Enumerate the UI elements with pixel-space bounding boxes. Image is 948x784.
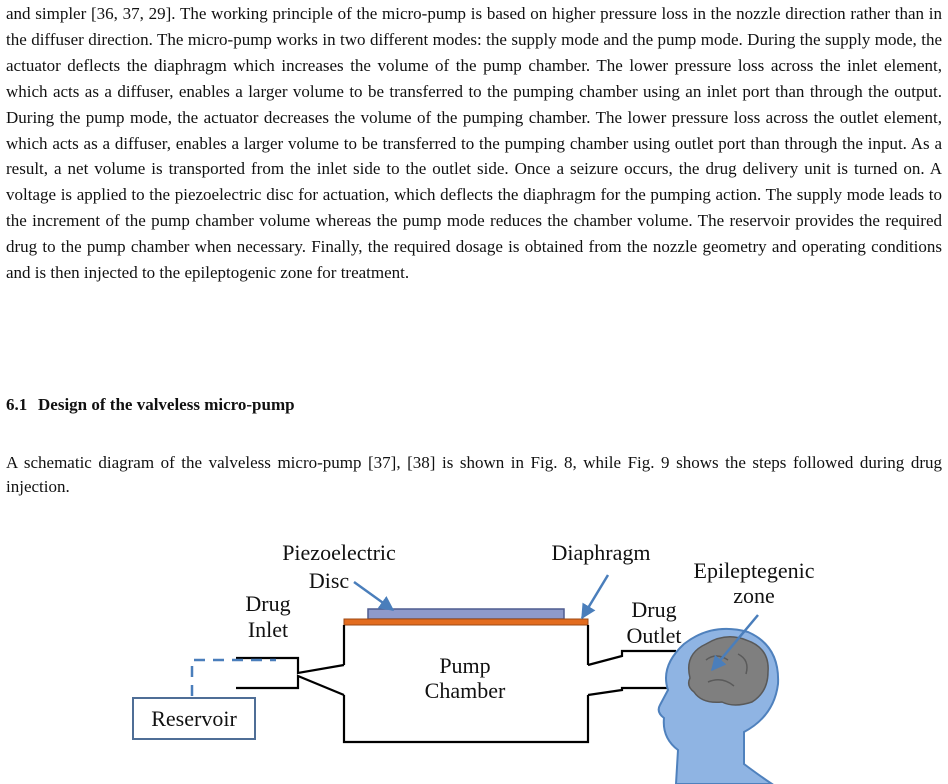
diaphragm xyxy=(343,618,589,626)
piezo-arrow xyxy=(353,580,395,612)
reservoir-box xyxy=(132,697,256,740)
diaphragm-arrow xyxy=(580,574,610,620)
reservoir-feed-line xyxy=(190,658,276,696)
pump-chamber-outline xyxy=(342,625,590,744)
epileptogenic-arrow xyxy=(711,614,759,672)
drug-inlet-label-line1: Drug xyxy=(245,591,290,616)
piezoelectric-disc xyxy=(367,608,565,620)
brain-icon xyxy=(687,636,769,706)
drug-outlet-label-line1: Drug xyxy=(631,597,676,622)
outlet-nozzle xyxy=(587,649,676,697)
epileptogenic-label-line1: Epileptegenic xyxy=(694,558,815,583)
body-paragraph: and simpler [36, 37, 29]. The working pr… xyxy=(6,4,942,283)
section-number: 6.1 xyxy=(6,395,28,414)
drug-outlet-label-line2: Outlet xyxy=(627,623,682,648)
micro-pump-figure: Piezoelectric Disc Diaphragm Epileptegen… xyxy=(0,520,948,784)
inlet-diffuser xyxy=(236,656,345,697)
micro-pump-diagram: Piezoelectric Disc Diaphragm Epileptegen… xyxy=(132,540,815,784)
drug-inlet-label-line2: Inlet xyxy=(248,617,288,642)
section-title: Design of the valveless micro-pump xyxy=(38,395,295,414)
section-heading: 6.1 Design of the valveless micro-pump xyxy=(6,393,295,417)
epileptogenic-label-line2: zone xyxy=(733,583,775,608)
pump-chamber-label-line2: Chamber xyxy=(425,678,506,703)
intro-paragraph: A schematic diagram of the valveless mic… xyxy=(6,453,942,496)
pump-chamber-label-line1: Pump xyxy=(439,653,490,678)
reservoir-label: Reservoir xyxy=(151,706,237,731)
piezo-label-line1: Piezoelectric xyxy=(282,540,396,565)
diaphragm-label: Diaphragm xyxy=(552,540,651,565)
piezo-label-line2: Disc xyxy=(309,568,350,593)
